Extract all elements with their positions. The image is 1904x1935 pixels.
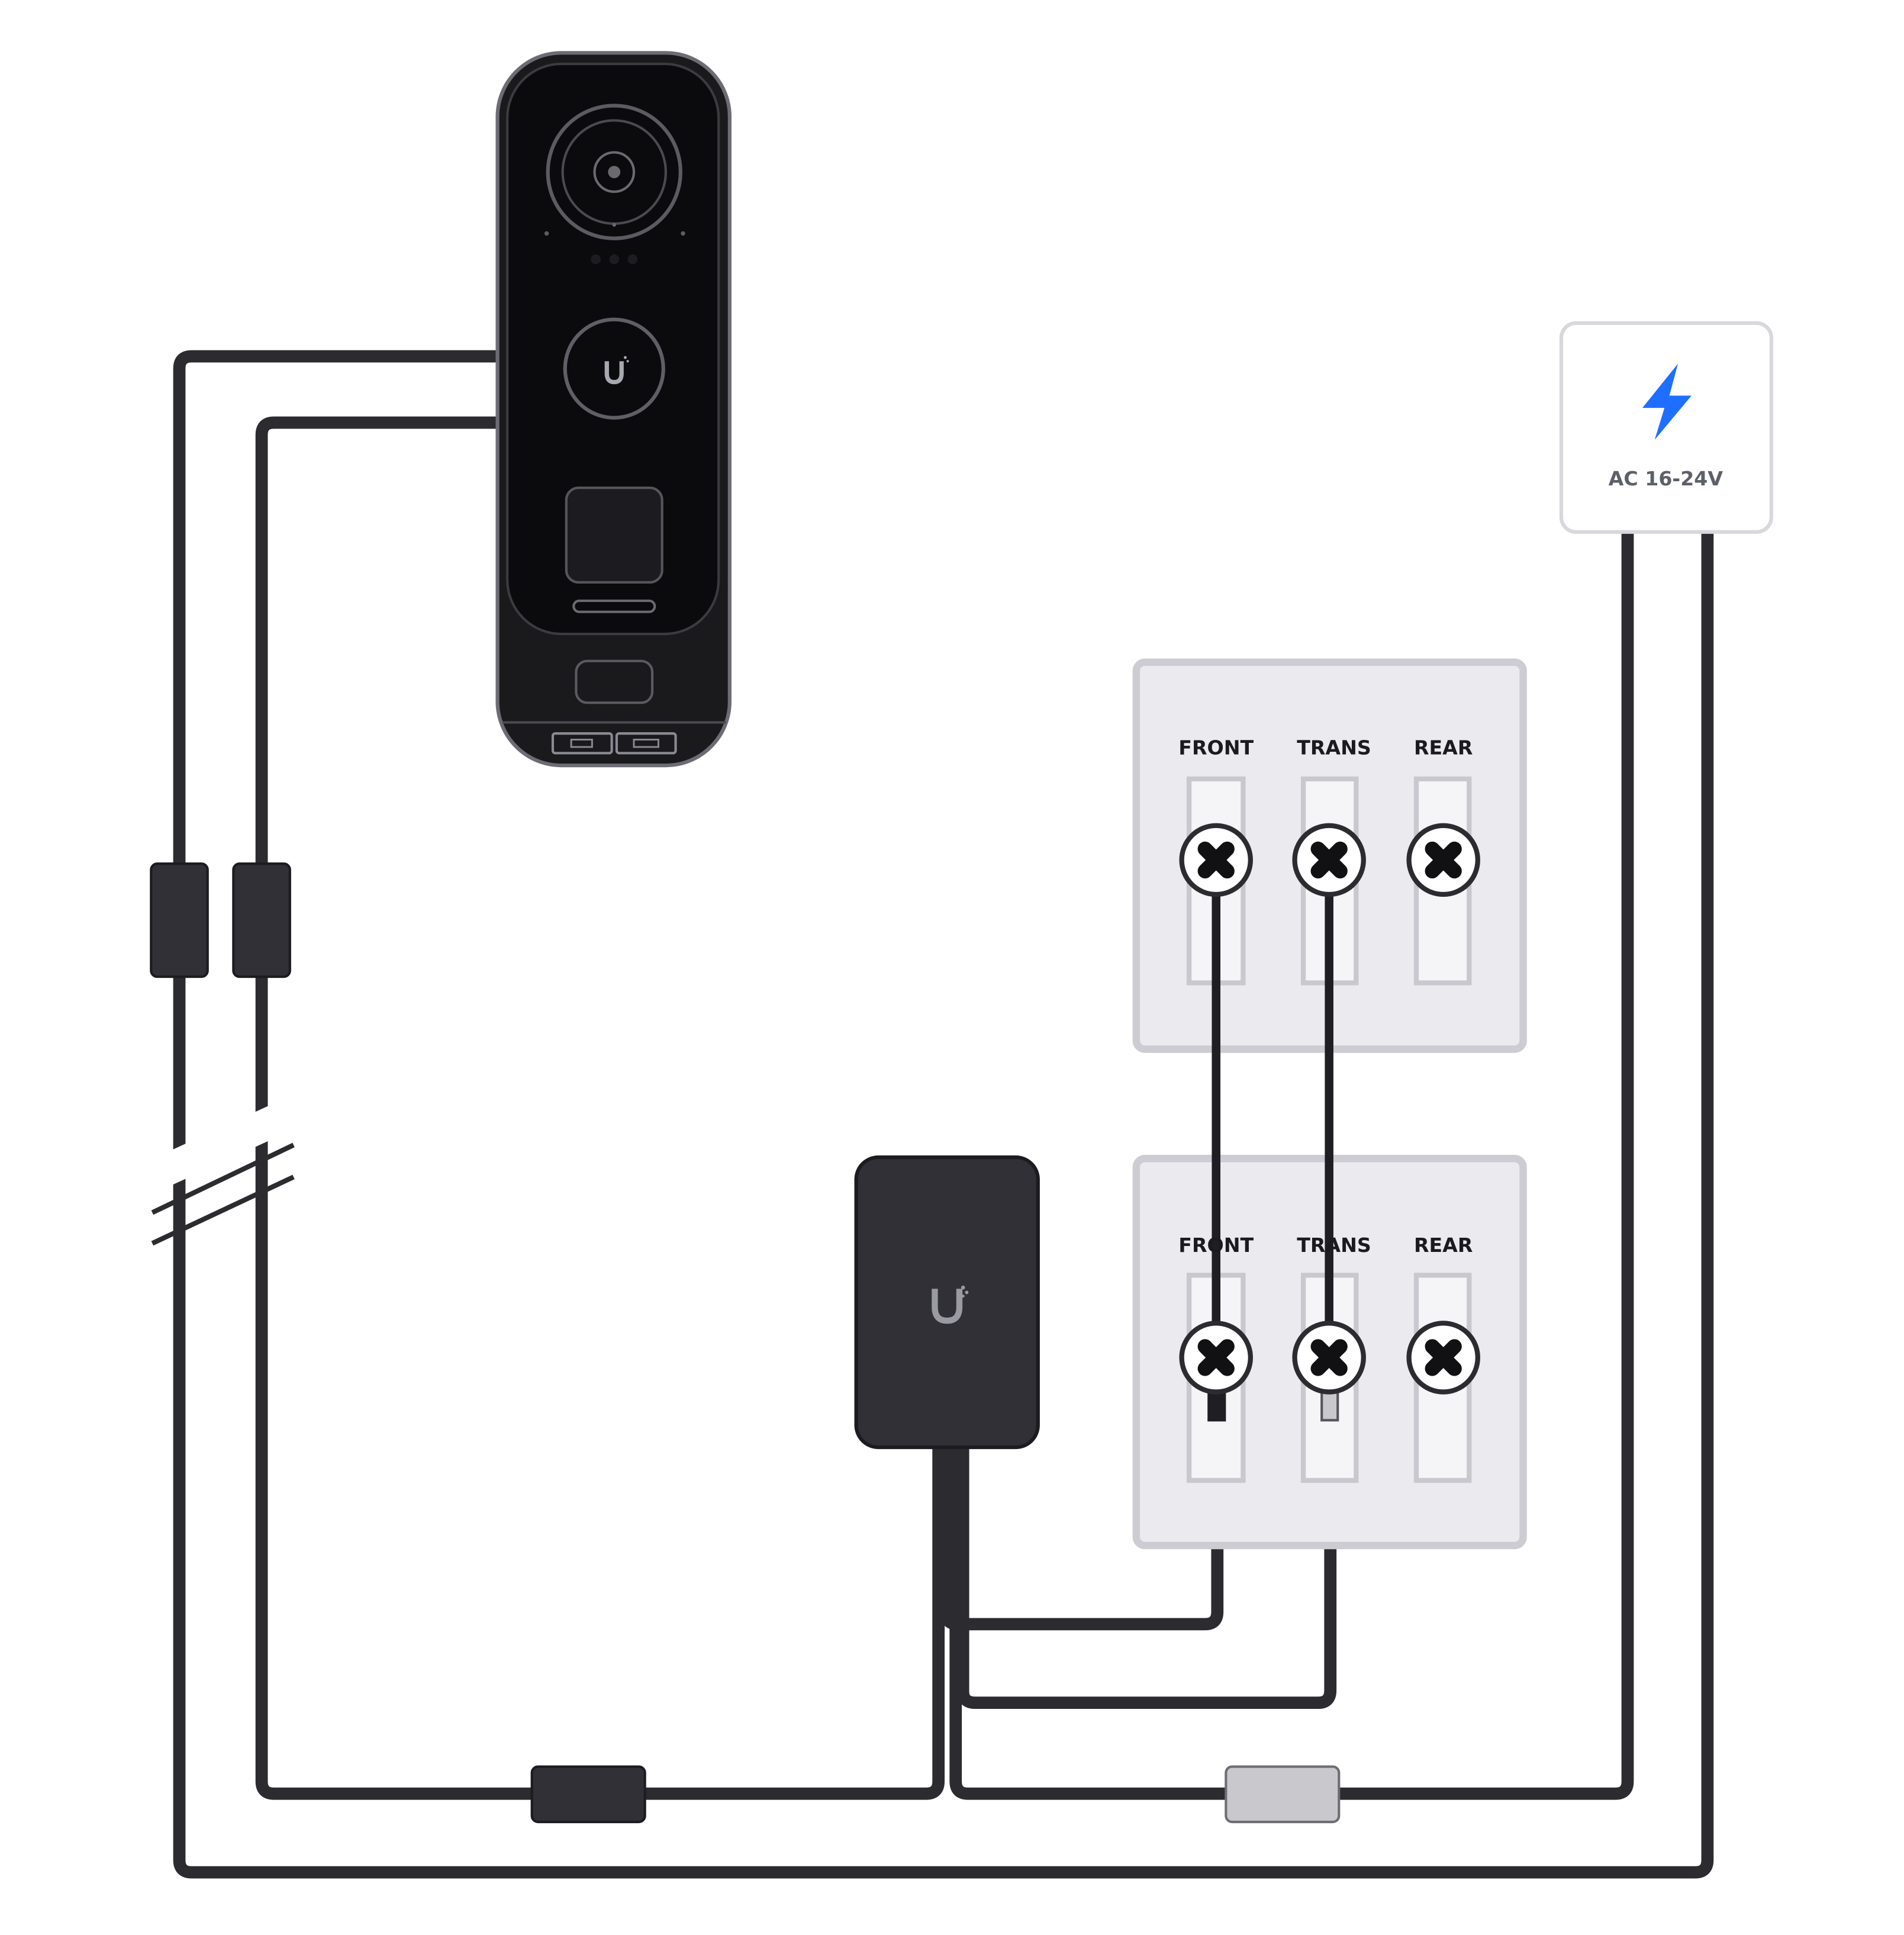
wire-connector-inner (232, 862, 291, 978)
sensor-dot (681, 231, 685, 236)
terminal-label-front: FRONT (1178, 1234, 1254, 1257)
sensor-dot (609, 254, 620, 265)
terminal-label-trans: TRANS (1297, 736, 1371, 759)
screw-icon (1406, 823, 1480, 897)
sensor-dot (544, 231, 549, 236)
screw-icon (1179, 1321, 1253, 1395)
indicator-bar (572, 599, 656, 613)
camera-lens-icon (546, 104, 682, 240)
ferrule-light (1320, 1389, 1339, 1422)
chime-power-adapter (854, 1155, 1040, 1450)
chime-box-bottom-labels: FRONT TRANS REAR (1178, 1234, 1473, 1257)
sensor-dot (591, 254, 601, 265)
bottom-port (615, 732, 677, 755)
bottom-port (551, 732, 613, 755)
lower-sensor (575, 659, 654, 704)
sensor-dot (627, 254, 638, 265)
power-supply: AC 16-24V (1559, 321, 1773, 534)
doorbell-wire-inner (255, 416, 945, 1800)
adapter-to-front-wire (939, 1412, 1224, 1631)
wire-connector-outer (150, 862, 209, 978)
power-supply-label: AC 16-24V (1609, 467, 1723, 490)
doorbell-button (563, 317, 665, 420)
ferrule-dark (1207, 1389, 1226, 1422)
wire-break-marker (128, 1091, 314, 1246)
terminal-label-front: FRONT (1178, 736, 1254, 759)
nfc-panel (565, 486, 663, 584)
ubiquiti-logo-icon (932, 1289, 963, 1324)
doorbell-wire-outer (173, 350, 1714, 1879)
screw-icon (1292, 823, 1366, 897)
chime-internal-wires (1212, 855, 1333, 1362)
screw-icon (1179, 823, 1253, 897)
terminal-label-rear: REAR (1414, 1234, 1473, 1257)
wire-connector-dark (530, 1765, 646, 1824)
screw-icon (1292, 1321, 1366, 1395)
doorbell-device (495, 51, 732, 768)
wire-connector-light (1225, 1765, 1341, 1824)
wires (173, 350, 1714, 1879)
terminal-label-rear: REAR (1414, 736, 1473, 759)
terminal-screws (1179, 823, 1480, 1395)
terminal-label-trans: TRANS (1297, 1234, 1371, 1257)
ubiquiti-logo-icon (604, 361, 624, 385)
screw-icon (1406, 1321, 1480, 1395)
lightning-bolt-icon (1642, 363, 1692, 440)
adapter-to-trans-wire (956, 1412, 1337, 1709)
